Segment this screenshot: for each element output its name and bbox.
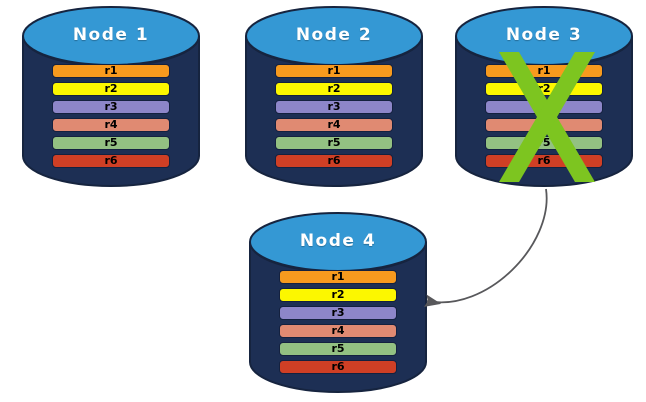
record-bar-r1[interactable]: r1 bbox=[279, 270, 397, 284]
cylinder-top-ellipse bbox=[22, 6, 200, 66]
record-bar-r6[interactable]: r6 bbox=[275, 154, 393, 168]
record-bar-r5[interactable]: r5 bbox=[485, 136, 603, 150]
cylinder-top-ellipse bbox=[249, 212, 427, 272]
record-bar-r5[interactable]: r5 bbox=[52, 136, 170, 150]
record-bar-r3[interactable]: r3 bbox=[485, 100, 603, 114]
record-bar-r2[interactable]: r2 bbox=[275, 82, 393, 96]
record-bar-r2[interactable]: r2 bbox=[52, 82, 170, 96]
record-bar-r4[interactable]: r4 bbox=[275, 118, 393, 132]
record-bar-r3[interactable]: r3 bbox=[275, 100, 393, 114]
record-bar-r6[interactable]: r6 bbox=[485, 154, 603, 168]
record-bar-r4[interactable]: r4 bbox=[279, 324, 397, 338]
record-bar-r1[interactable]: r1 bbox=[275, 64, 393, 78]
record-bar-r3[interactable]: r3 bbox=[279, 306, 397, 320]
cylinder-top-ellipse bbox=[455, 6, 633, 66]
record-bar-r2[interactable]: r2 bbox=[485, 82, 603, 96]
record-list: r1 r2 r3 r4 r5 r6 bbox=[249, 270, 427, 374]
record-bar-r2[interactable]: r2 bbox=[279, 288, 397, 302]
record-bar-r5[interactable]: r5 bbox=[279, 342, 397, 356]
cylinder-top-ellipse bbox=[245, 6, 423, 66]
record-bar-r1[interactable]: r1 bbox=[52, 64, 170, 78]
record-bar-r3[interactable]: r3 bbox=[52, 100, 170, 114]
record-bar-r6[interactable]: r6 bbox=[52, 154, 170, 168]
record-list: r1 r2 r3 r4 r5 r6 bbox=[245, 64, 423, 168]
record-bar-r6[interactable]: r6 bbox=[279, 360, 397, 374]
record-bar-r4[interactable]: r4 bbox=[485, 118, 603, 132]
record-list: r1 r2 r3 r4 r5 r6 bbox=[455, 64, 633, 168]
record-bar-r5[interactable]: r5 bbox=[275, 136, 393, 150]
record-bar-r1[interactable]: r1 bbox=[485, 64, 603, 78]
record-list: r1 r2 r3 r4 r5 r6 bbox=[22, 64, 200, 168]
record-bar-r4[interactable]: r4 bbox=[52, 118, 170, 132]
